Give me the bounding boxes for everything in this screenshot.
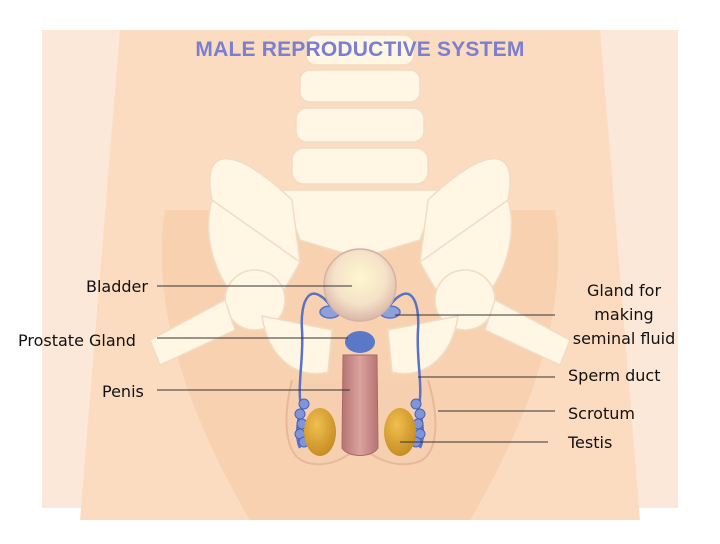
label-seminal-gland: Gland for making seminal fluid xyxy=(565,279,683,351)
label-penis: Penis xyxy=(102,382,144,401)
label-seminal-gland-line-3: seminal fluid xyxy=(572,329,676,348)
label-scrotum: Scrotum xyxy=(568,404,635,423)
label-seminal-gland-line-1: Gland for xyxy=(586,281,662,300)
pelvis-bones xyxy=(149,34,571,375)
label-prostate-gland: Prostate Gland xyxy=(18,331,136,350)
label-seminal-gland-line-2: making xyxy=(594,305,654,324)
label-bladder: Bladder xyxy=(86,277,148,296)
page-title: MALE REPRODUCTIVE SYSTEM xyxy=(195,38,525,61)
testis-left xyxy=(304,408,336,456)
leader-lines xyxy=(157,285,555,443)
prostate-organ xyxy=(345,331,375,353)
penis-organ xyxy=(341,354,379,456)
bladder-organ xyxy=(323,248,397,322)
testis-right xyxy=(384,408,416,456)
label-testis: Testis xyxy=(568,433,613,452)
label-sperm-duct: Sperm duct xyxy=(568,366,661,385)
